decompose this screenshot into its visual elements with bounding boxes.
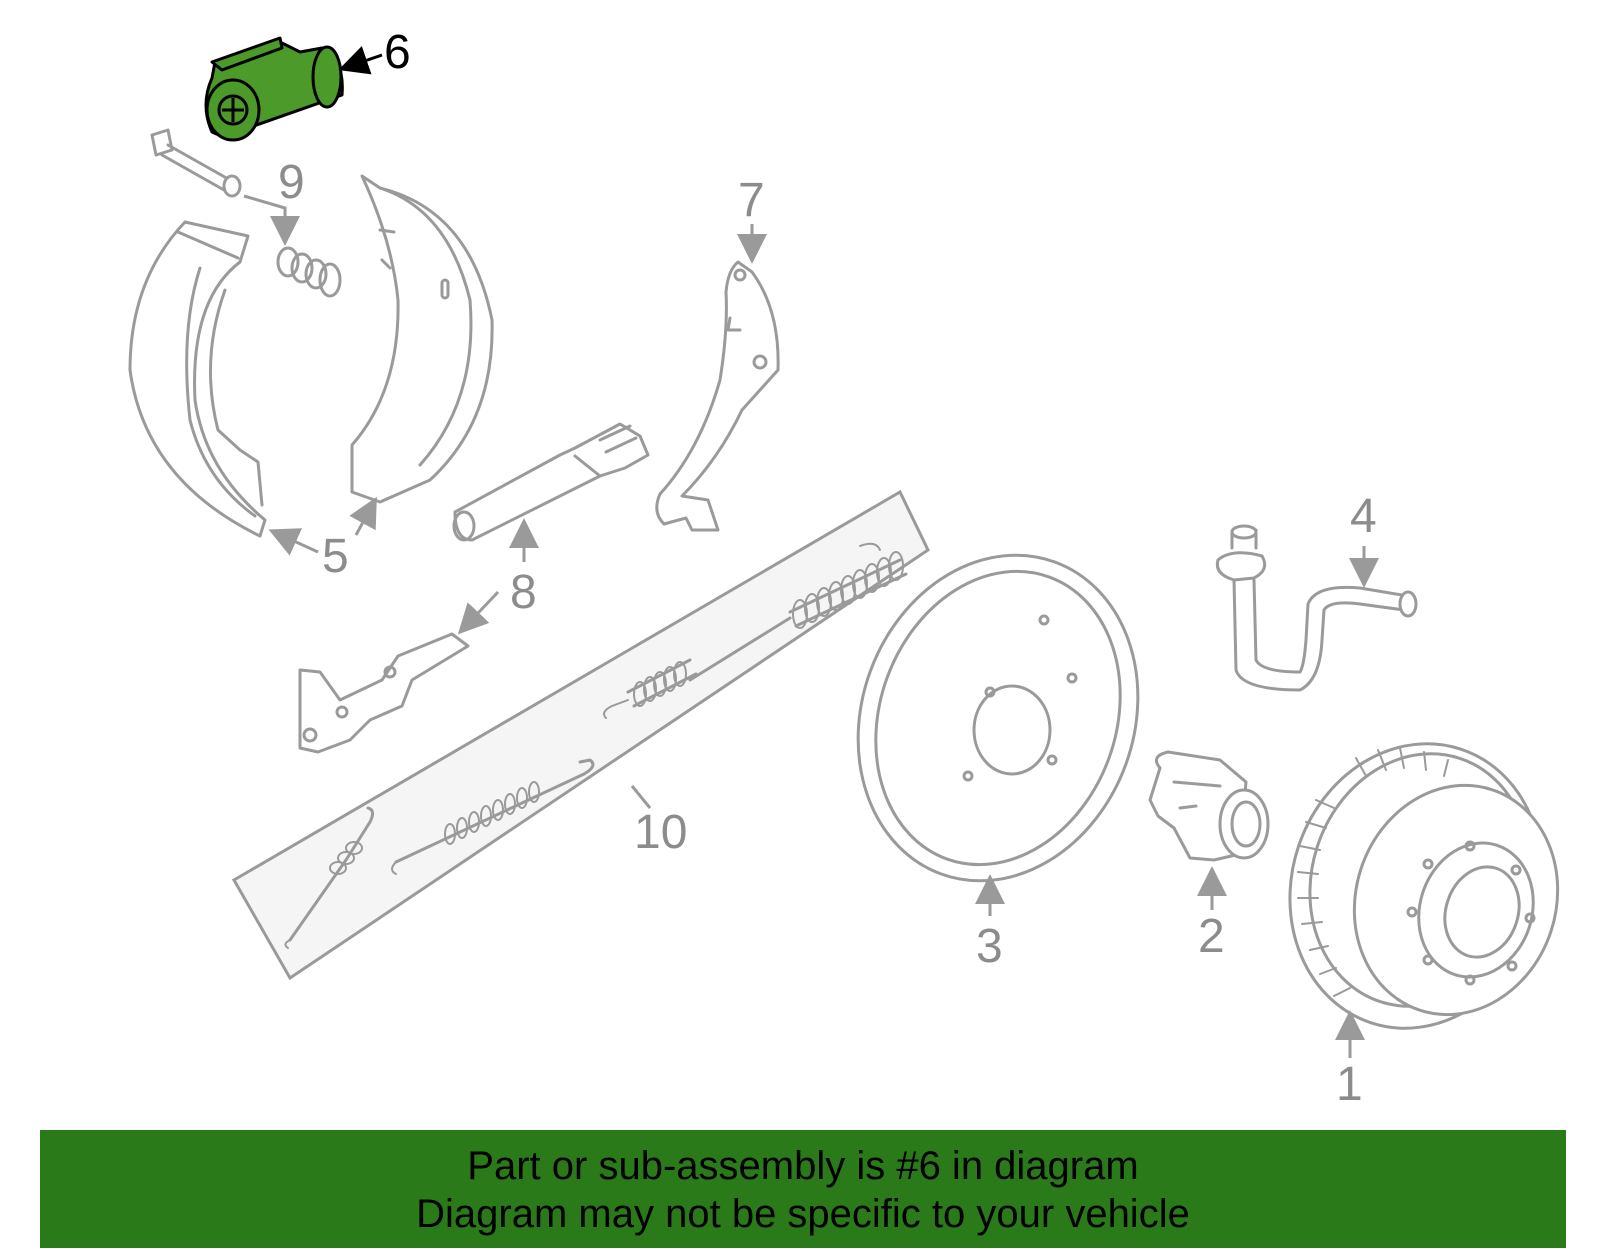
brake-pipe-part-4[interactable] (1215, 524, 1418, 692)
callout-3[interactable]: 3 (976, 920, 1003, 973)
brake-shoe-right-part-5[interactable] (350, 174, 494, 504)
hub-part-2[interactable] (1148, 750, 1270, 862)
callout-10[interactable]: 10 (634, 806, 687, 859)
leader-9 (243, 194, 300, 246)
leader-10 (630, 785, 652, 809)
callout-9[interactable]: 9 (278, 156, 305, 209)
brake-shoe-left-part-5[interactable] (128, 220, 267, 538)
parking-brake-strut-part-8[interactable] (452, 422, 650, 542)
callout-6[interactable]: 6 (384, 26, 411, 79)
leader-6 (338, 46, 383, 75)
callout-8[interactable]: 8 (510, 566, 537, 619)
callout-4[interactable]: 4 (1350, 490, 1377, 543)
parking-brake-lever-part-7[interactable] (655, 260, 780, 532)
callout-5[interactable]: 5 (322, 530, 349, 583)
spring-long-bottom (391, 758, 595, 875)
callout-2[interactable]: 2 (1198, 910, 1225, 963)
leader-5b (349, 496, 377, 536)
notice-banner: Part or sub-assembly is #6 in diagram Di… (40, 1130, 1566, 1248)
leader-8b (457, 590, 500, 635)
adjuster-lever (298, 632, 470, 754)
callout-1[interactable]: 1 (1336, 1058, 1363, 1111)
brake-drum-part-1[interactable] (1254, 711, 1587, 1062)
spring-long-top (688, 542, 908, 682)
wheel-cylinder-part-6[interactable] (204, 36, 344, 142)
bolt-and-spring-part-9[interactable] (150, 128, 342, 298)
leader-5a (268, 528, 319, 556)
spring-diagonal-small (284, 806, 375, 949)
spring-kit-part-10[interactable] (231, 489, 930, 981)
backing-plate-part-3[interactable] (813, 515, 1182, 920)
spring-short-middle (603, 658, 698, 719)
banner-line-2: Diagram may not be specific to your vehi… (416, 1192, 1190, 1236)
callout-7[interactable]: 7 (738, 174, 765, 227)
banner-line-1: Part or sub-assembly is #6 in diagram (467, 1144, 1139, 1188)
